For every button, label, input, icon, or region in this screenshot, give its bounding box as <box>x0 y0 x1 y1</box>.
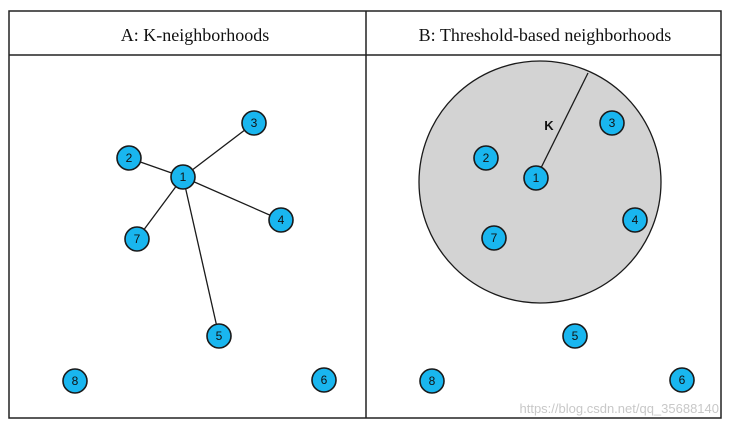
node-7: 7 <box>481 225 507 251</box>
figure-frame <box>8 10 722 419</box>
svg-text:1: 1 <box>533 171 540 185</box>
svg-text:8: 8 <box>429 374 436 388</box>
node-3: 3 <box>241 110 267 136</box>
panel-a-nodes: 1 2 3 4 5 6 7 <box>62 110 337 394</box>
node-4: 4 <box>268 207 294 233</box>
svg-text:7: 7 <box>491 231 498 245</box>
svg-text:1: 1 <box>180 170 187 184</box>
node-2: 2 <box>116 145 142 171</box>
node-8: 8 <box>419 368 445 394</box>
edge-1-3 <box>182 122 255 178</box>
panel-b: K 1 2 3 4 5 6 <box>418 60 695 394</box>
svg-text:3: 3 <box>609 116 616 130</box>
edge-1-4 <box>182 176 282 221</box>
svg-text:7: 7 <box>134 232 141 246</box>
node-8: 8 <box>62 368 88 394</box>
svg-text:2: 2 <box>126 151 133 165</box>
svg-text:4: 4 <box>632 213 639 227</box>
node-5: 5 <box>562 323 588 349</box>
node-1: 1 <box>523 165 549 191</box>
panel-a-edges <box>128 122 282 337</box>
panel-b-title: B: Threshold-based neighborhoods <box>419 25 672 45</box>
svg-text:5: 5 <box>216 329 223 343</box>
panel-a-title: A: K-neighborhoods <box>121 25 269 45</box>
node-1: 1 <box>170 164 196 190</box>
edge-1-5 <box>182 176 220 337</box>
svg-text:6: 6 <box>321 373 328 387</box>
panel-b-nodes: 1 2 3 4 5 6 7 <box>419 110 695 394</box>
node-6: 6 <box>311 367 337 393</box>
svg-text:2: 2 <box>483 151 490 165</box>
node-4: 4 <box>622 207 648 233</box>
threshold-radius-line <box>535 72 589 179</box>
svg-text:5: 5 <box>572 329 579 343</box>
watermark: https://blog.csdn.net/qq_35688140 <box>520 401 720 416</box>
threshold-radius-label: K <box>544 118 554 133</box>
panel-a: 1 2 3 4 5 6 7 <box>62 110 337 394</box>
edge-1-7 <box>136 176 184 240</box>
svg-text:4: 4 <box>278 213 285 227</box>
node-2: 2 <box>473 145 499 171</box>
node-3: 3 <box>599 110 625 136</box>
node-6: 6 <box>669 367 695 393</box>
svg-text:3: 3 <box>251 116 258 130</box>
node-5: 5 <box>206 323 232 349</box>
svg-text:6: 6 <box>679 373 686 387</box>
svg-text:8: 8 <box>72 374 79 388</box>
node-7: 7 <box>124 226 150 252</box>
